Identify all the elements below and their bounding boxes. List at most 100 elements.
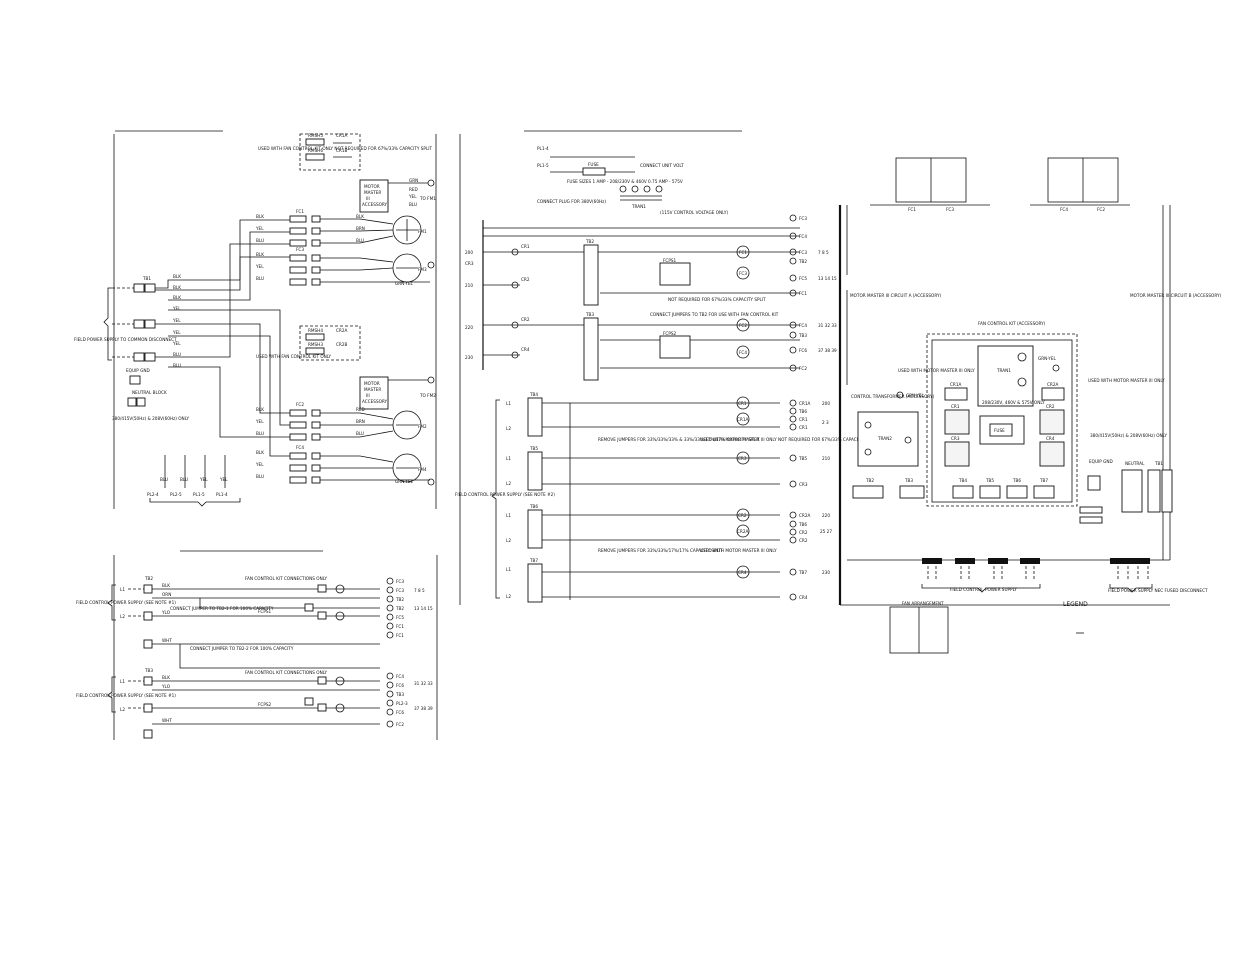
wire-color-labels: BLK BLK BLK YEL YEL YEL YEL BLU BLU BLK …: [172, 214, 414, 484]
svg-text:TB3: TB3: [395, 692, 404, 697]
svg-text:FCPS2: FCPS2: [663, 331, 677, 336]
center-lower-relays: CR1 CR1A CR3 CR2 CR2A CR4: [736, 396, 750, 579]
svg-text:CR3: CR3: [799, 482, 808, 487]
center-fuse-label: FUSE: [588, 162, 599, 167]
svg-text:TB7: TB7: [1039, 478, 1048, 483]
svg-text:MASTER: MASTER: [364, 190, 381, 195]
left-neutral-block: NEUTRAL BLOCK: [132, 390, 167, 395]
bl-fan-kit-2: FAN CONTROL KIT CONNECTIONS ONLY: [245, 670, 327, 675]
center-tb2: [583, 244, 599, 306]
svg-text:210: 210: [465, 283, 473, 288]
svg-text:RED: RED: [356, 407, 365, 412]
center-num-4: 37 38 39: [818, 348, 837, 353]
svg-text:TB3: TB3: [585, 312, 594, 317]
svg-text:FC2: FC2: [799, 366, 807, 371]
svg-text:BRN: BRN: [356, 226, 365, 231]
svg-text:YEL: YEL: [172, 330, 181, 335]
svg-text:BLK: BLK: [256, 214, 264, 219]
svg-text:L1: L1: [506, 567, 511, 572]
center-num-5: 200: [822, 401, 830, 406]
bl-fcps1: FCPS1: [258, 609, 272, 614]
svg-text:L1: L1: [506, 513, 511, 518]
right-tran1-label: TRAN1: [996, 368, 1011, 373]
field-control-power-conduits: [921, 558, 1153, 593]
remove-jumpers-2: REMOVE JUMPERS FOR 33%/33%/17%/17% CAPAC…: [598, 548, 723, 553]
svg-text:BLK: BLK: [162, 583, 170, 588]
left-equip-gnd: EQUIP GND: [126, 368, 150, 373]
svg-text:CR3: CR3: [738, 456, 747, 461]
svg-text:CR2: CR2: [738, 513, 747, 518]
svg-text:BLU: BLU: [256, 474, 264, 479]
to-fm2-label: TO FM2: [419, 393, 436, 398]
svg-text:L1: L1: [506, 456, 511, 461]
svg-text:FC2: FC2: [296, 402, 304, 407]
svg-text:FC1: FC1: [739, 250, 747, 255]
svg-text:CR1: CR1: [521, 244, 530, 249]
control-fuse: [582, 167, 606, 176]
pl-label-1: PL2-4: [147, 492, 159, 497]
svg-text:CR1B: CR1B: [336, 148, 347, 153]
center-num-8: 220: [822, 513, 830, 518]
bl-num-1: 7 8 5: [414, 588, 425, 593]
svg-text:TB6: TB6: [798, 409, 807, 414]
svg-text:III: III: [366, 393, 370, 398]
svg-text:BLK: BLK: [162, 675, 170, 680]
svg-text:CR3: CR3: [465, 261, 474, 266]
svg-text:TB6: TB6: [798, 522, 807, 527]
bl-tb3-label: TB3: [144, 668, 153, 673]
svg-text:RMSH6: RMSH6: [308, 148, 323, 153]
right-voltage-note: 380/415V(50Hz) & 208V(60Hz) ONLY: [1090, 433, 1167, 438]
svg-text:YEL: YEL: [408, 194, 417, 199]
center-field-control: FIELD CONTROL POWER SUPPLY (SEE NOTE #2): [455, 492, 555, 497]
svg-text:230: 230: [465, 355, 473, 360]
svg-text:RED: RED: [409, 187, 418, 192]
right-control-box-layout: FC1 FC3 FC4 FC2 MOTOR MASTER III CIRCUIT…: [838, 157, 1222, 654]
bl-l1-a: L1: [120, 587, 125, 592]
center-lower-tbs: TB4 TB5 TB6 TB7: [527, 392, 543, 603]
motor-master-b: MOTOR MASTER III CIRCUIT B (ACCESSORY): [1130, 293, 1222, 298]
svg-text:BLU: BLU: [409, 202, 417, 207]
bottom-left-control-diagram: TB2 TB3 L1 L2 L1 L2 FIELD CONTROL POWER …: [76, 555, 438, 740]
section-title-underlines: [115, 130, 742, 552]
fan-arrangement-title: FAN ARRANGEMENT: [902, 601, 944, 606]
svg-text:L2: L2: [506, 426, 511, 431]
bl-field-control-1: FIELD CONTROL POWER SUPPLY (SEE NOTE #1): [76, 600, 176, 605]
svg-text:FC4: FC4: [396, 674, 404, 679]
svg-text:YEL: YEL: [199, 477, 208, 482]
center-tb3: [583, 317, 599, 381]
svg-text:FM4: FM4: [418, 467, 427, 472]
center-num-2: 13 14 15: [818, 276, 837, 281]
used-mm-right: USED WITH MOTOR MASTER III ONLY: [1088, 378, 1165, 383]
svg-text:ACCESSORY: ACCESSORY: [362, 399, 388, 404]
svg-text:FC5: FC5: [396, 615, 404, 620]
connect-jumpers-note: CONNECT JUMPERS TO TB2 FOR USE WITH FAN …: [650, 312, 779, 317]
center-contacts: CR1 CR2 CR2 CR4 FCPS1 FCPS2: [511, 244, 691, 359]
svg-text:L2: L2: [506, 594, 511, 599]
svg-text:CR1: CR1: [951, 404, 960, 409]
svg-text:BLU: BLU: [256, 431, 264, 436]
center-control-diagram: PL1-4 PL1-5 FUSE CONNECT UNIT VOLT FUSE …: [455, 134, 876, 605]
svg-text:TB2: TB2: [865, 478, 874, 483]
fan-control-kit-area: [926, 333, 1078, 507]
control-voltage-note: (115V CONTROL VOLTAGE ONLY): [660, 210, 728, 215]
svg-text:BLK: BLK: [256, 407, 264, 412]
fc-contactor-group: FC1 FC3 FC2 FC4: [289, 209, 321, 484]
bl-coils: [304, 584, 345, 713]
svg-text:GRN-YEL: GRN-YEL: [395, 281, 414, 286]
right-fc1: FC1: [908, 207, 916, 212]
svg-text:CR1A: CR1A: [799, 401, 810, 406]
svg-text:FC3: FC3: [799, 216, 807, 221]
svg-text:CR4: CR4: [799, 595, 808, 600]
svg-text:BLK: BLK: [256, 252, 264, 257]
svg-text:200: 200: [465, 250, 473, 255]
svg-text:FC3: FC3: [396, 579, 404, 584]
svg-text:YEL: YEL: [255, 419, 264, 424]
fuse-sizes-note: FUSE SIZES 1 AMP - 208/230V & 460V 0.75 …: [567, 179, 683, 184]
center-num-3: 31 32 33: [818, 323, 837, 328]
relay-box-top: [299, 133, 361, 171]
legend-title: LEGEND: [1063, 601, 1088, 608]
svg-text:TB5: TB5: [985, 478, 994, 483]
svg-text:FC4: FC4: [739, 350, 747, 355]
svg-text:PL1-4: PL1-4: [537, 146, 549, 151]
